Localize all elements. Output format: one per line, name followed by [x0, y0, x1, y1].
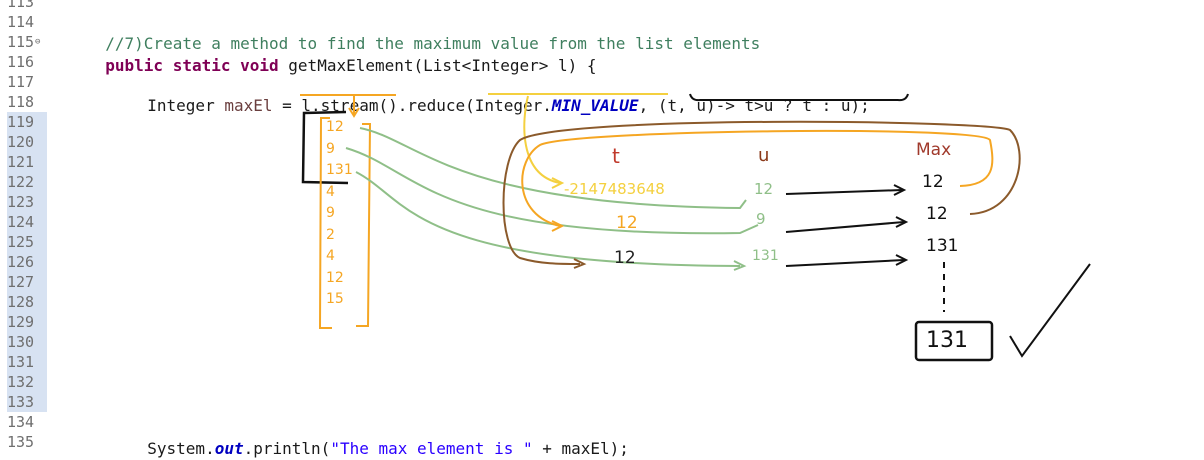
string-literal: "The max element is " [330, 439, 533, 458]
u-value-2: 9 [756, 210, 766, 228]
line-number: 135 [7, 433, 35, 451]
line-number: 121 [7, 152, 47, 172]
list-value: 12 [326, 269, 344, 286]
line-number: 116 [7, 53, 35, 71]
t-value-2: 12 [616, 213, 638, 233]
line-number: 122 [7, 172, 47, 192]
fold-marker-icon[interactable]: ⊖ [35, 37, 41, 47]
method-signature-line[interactable]: public static void getMaxElement(List<In… [86, 33, 596, 75]
max-value-1: 12 [922, 172, 944, 192]
println-line[interactable]: System.out.println("The max element is "… [128, 416, 629, 458]
max-value-3: 131 [926, 236, 959, 256]
system-class: System. [147, 439, 215, 458]
line-number: 127 [7, 272, 47, 292]
local-variable: maxEl [224, 96, 273, 115]
signature-rest: getMaxElement(List<Integer> l) { [278, 56, 597, 75]
line-number: 120 [7, 132, 47, 152]
line-number: 134 [7, 413, 35, 431]
line-number: 123 [7, 192, 47, 212]
list-value: 9 [326, 205, 335, 221]
line-number: 131 [7, 352, 47, 372]
code-comment-line: //7)Create a method to find the maximum … [86, 11, 760, 53]
t-value-3: 12 [614, 248, 636, 268]
list-value: 12 [326, 119, 344, 135]
col-max-label: Max [916, 140, 952, 160]
reduce-line[interactable]: Integer maxEl = l.stream().reduce(Intege… [128, 73, 869, 115]
line-number: 126 [7, 252, 47, 272]
line-number: 113 [7, 0, 35, 11]
line-number: 132 [7, 372, 47, 392]
line-number: 128 [7, 292, 47, 312]
line-number: 119 [7, 112, 47, 132]
keywords: public static void [105, 56, 279, 75]
list-value: 2 [326, 226, 335, 243]
result-value: 131 [926, 328, 968, 353]
t-value-1: -2147483648 [564, 180, 665, 198]
reduce-call: = l.stream().reduce(Integer. [272, 96, 552, 115]
line-number: 129 [7, 312, 47, 332]
println-call: .println( [243, 439, 331, 458]
comment-text: //7)Create a method to find the maximum … [105, 34, 761, 53]
col-t-label: t [612, 144, 620, 168]
list-value: 9 [326, 140, 335, 157]
line-number: 133 [7, 392, 47, 412]
println-rest: + maxEl); [532, 439, 629, 458]
line-number: 118 [7, 93, 35, 111]
list-value: 4 [326, 248, 335, 264]
list-value: 131 [326, 162, 353, 178]
list-value: 4 [326, 183, 335, 200]
out-field: out [214, 439, 244, 458]
line-number: 114 [7, 13, 35, 31]
line-number: 124 [7, 212, 47, 232]
list-value: 15 [326, 291, 344, 307]
static-field: MIN_VALUE [551, 96, 639, 115]
type-name: Integer [147, 96, 225, 115]
line-number: 125 [7, 232, 47, 252]
line-number: 130 [7, 332, 47, 352]
col-u-label: u [758, 145, 770, 166]
u-value-3: 131 [752, 248, 779, 264]
max-value-2: 12 [926, 204, 948, 224]
u-value-1: 12 [754, 180, 774, 198]
line-number: 115 [7, 33, 35, 51]
line-number: 117 [7, 73, 35, 91]
